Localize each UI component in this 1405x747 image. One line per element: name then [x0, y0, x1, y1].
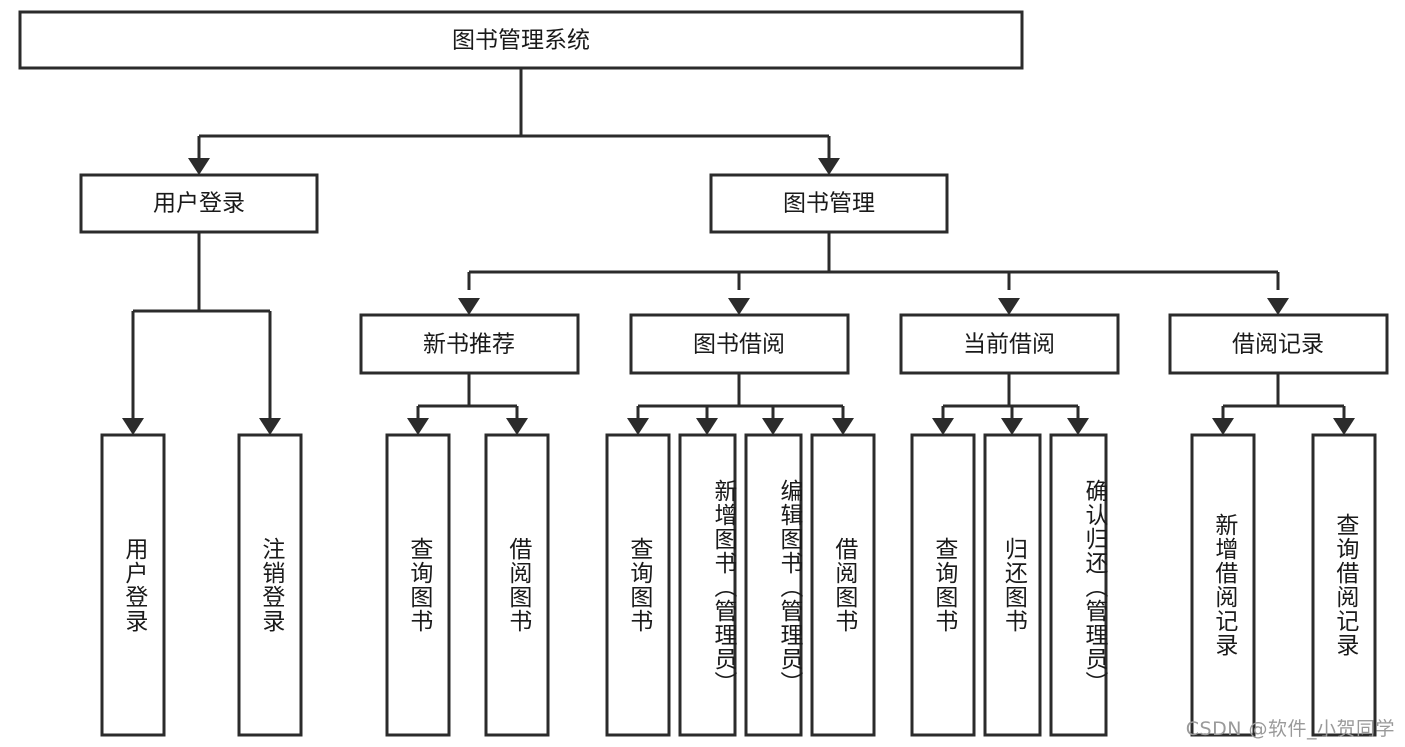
leaf-query-book-rec-box[interactable] [385, 433, 451, 737]
arrow-to-borrow-record [1267, 298, 1289, 315]
csdn-watermark: CSDN @软件_小贺同学 [1185, 718, 1395, 740]
node-user-login[interactable]: 用户登录 [79, 173, 319, 234]
node-user-login-label: 用户登录 [153, 191, 245, 217]
leaf-return-book-box[interactable] [983, 433, 1042, 737]
arrow-to-leaf-borrow-book-rec [506, 418, 528, 435]
node-current-borrow-box[interactable] [899, 313, 1120, 375]
node-book-manage-label: 图书管理 [783, 191, 875, 217]
node-root-label: 图书管理系统 [452, 28, 590, 54]
connector-book-manage-bus [467, 232, 1280, 290]
arrow-to-leaf-query-book-current [932, 418, 954, 435]
connector-new-book-rec-bus [416, 373, 519, 420]
node-current-borrow-label: 当前借阅 [963, 332, 1055, 358]
node-new-book-rec[interactable]: 新书推荐 [359, 313, 580, 375]
arrow-to-leaf-query-book-rec [407, 418, 429, 435]
connector-current-borrow-bus [941, 373, 1080, 420]
leaf-query-borrow-record-box[interactable] [1311, 433, 1377, 737]
leaf-query-book-borrow-box[interactable] [605, 433, 671, 737]
connector-user-login-bus [131, 232, 272, 420]
arrow-to-book-borrow [728, 298, 750, 315]
arrow-to-leaf-return-book [1001, 418, 1023, 435]
node-borrow-record-label: 借阅记录 [1232, 332, 1324, 358]
connector-book-borrow-bus [636, 373, 845, 420]
node-book-borrow-box[interactable] [629, 313, 850, 375]
connectors-layer [122, 68, 1355, 435]
arrow-to-current-borrow [998, 298, 1020, 315]
leaf-add-book-admin-box[interactable] [678, 433, 737, 737]
node-user-login-box[interactable] [79, 173, 319, 234]
leaf-query-book-current-box[interactable] [910, 433, 976, 737]
leaf-confirm-return-admin-box[interactable] [1049, 433, 1108, 737]
node-new-book-rec-box[interactable] [359, 313, 580, 375]
node-book-manage[interactable]: 图书管理 [709, 173, 949, 234]
node-root-box[interactable] [18, 10, 1024, 70]
node-book-manage-box[interactable] [709, 173, 949, 234]
leaf-boxes-layer [100, 433, 1377, 737]
leaf-borrow-book-rec-box[interactable] [484, 433, 550, 737]
arrow-to-leaf-add-borrow-record [1212, 418, 1234, 435]
arrow-to-leaf-logout [259, 418, 281, 435]
node-book-borrow-label: 图书借阅 [693, 332, 785, 358]
leaf-edit-book-admin-box[interactable] [744, 433, 803, 737]
arrow-to-leaf-borrow-book [832, 418, 854, 435]
leaf-user-login-box[interactable] [100, 433, 166, 737]
connector-root-bus [197, 68, 831, 160]
leaf-logout-box[interactable] [237, 433, 303, 737]
node-current-borrow[interactable]: 当前借阅 [899, 313, 1120, 375]
node-book-borrow[interactable]: 图书借阅 [629, 313, 850, 375]
arrow-to-leaf-query-book-borrow [627, 418, 649, 435]
node-root[interactable]: 图书管理系统 [18, 10, 1024, 70]
arrow-to-user-login [188, 158, 210, 175]
connector-borrow-record-bus [1221, 373, 1346, 420]
node-borrow-record-box[interactable] [1168, 313, 1389, 375]
arrow-to-leaf-confirm-return-admin [1067, 418, 1089, 435]
arrow-to-leaf-add-book-admin [696, 418, 718, 435]
leaf-borrow-book-box[interactable] [810, 433, 876, 737]
leaf-add-borrow-record-box[interactable] [1190, 433, 1256, 737]
arrow-to-book-manage [818, 158, 840, 175]
arrow-to-leaf-edit-book-admin [762, 418, 784, 435]
arrow-to-leaf-query-borrow-record [1333, 418, 1355, 435]
arrow-to-new-book-rec [458, 298, 480, 315]
node-borrow-record[interactable]: 借阅记录 [1168, 313, 1389, 375]
arrow-to-leaf-user-login [122, 418, 144, 435]
node-new-book-rec-label: 新书推荐 [423, 332, 515, 358]
